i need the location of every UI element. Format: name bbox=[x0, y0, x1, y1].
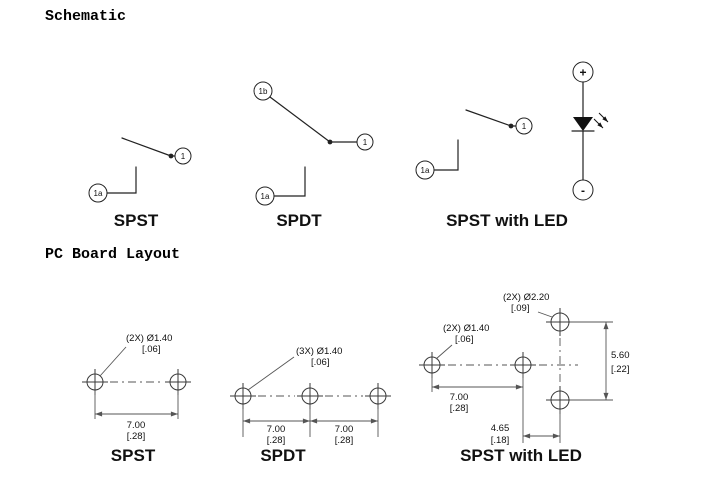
schematic-section-title: Schematic bbox=[45, 8, 126, 25]
terminal-1a-circle bbox=[255, 186, 275, 206]
terminal-1a-circle bbox=[415, 160, 435, 180]
led-cathode-label: - bbox=[581, 184, 585, 198]
terminal-1a-label: 1a bbox=[421, 166, 430, 175]
hole-callout-inches: [.06] bbox=[455, 334, 474, 345]
contact-dot bbox=[168, 153, 174, 159]
terminal-1b-circle bbox=[253, 81, 273, 101]
led-hole-callout: (2X) Ø2.20 bbox=[503, 292, 549, 303]
led-light-arrow bbox=[593, 118, 604, 129]
switch-arm-line bbox=[121, 137, 172, 157]
switch-arm-line bbox=[269, 96, 331, 143]
leader-line bbox=[99, 346, 127, 377]
dimension-value-in: [.28] bbox=[450, 403, 469, 414]
dimension-value-in: [.28] bbox=[267, 435, 286, 446]
dimension-value-mm: 5.60 bbox=[611, 350, 630, 361]
dimension-value-mm: 7.00 bbox=[267, 424, 286, 435]
pcb-spst-footprint: (2X) Ø1.40 [.06] 7.00 [.28] SPST bbox=[81, 333, 192, 465]
led-light-arrow bbox=[598, 112, 609, 123]
terminal-1-circle bbox=[515, 117, 533, 135]
dimension-value-in: [.28] bbox=[335, 435, 354, 446]
figure-caption: SPDT bbox=[276, 211, 322, 230]
terminal-1a-label: 1a bbox=[261, 192, 270, 201]
dimension-value-mm: 7.00 bbox=[127, 420, 146, 431]
led-pad-hole bbox=[545, 385, 575, 415]
dimension-value-in: [.18] bbox=[491, 435, 510, 446]
hole-callout: (2X) Ø1.40 bbox=[126, 333, 172, 344]
pcb-section-title: PC Board Layout bbox=[45, 246, 180, 263]
dimension-value-mm: 7.00 bbox=[335, 424, 354, 435]
dimension-value-mm: 4.65 bbox=[491, 423, 510, 434]
terminal-1-circle bbox=[174, 147, 192, 165]
hole-callout: (3X) Ø1.40 bbox=[296, 346, 342, 357]
figure-caption: SPDT bbox=[260, 446, 306, 465]
hole-callout: (2X) Ø1.40 bbox=[443, 323, 489, 334]
leader-line bbox=[537, 311, 553, 318]
leader-line bbox=[435, 344, 453, 360]
switch-arm-line bbox=[465, 109, 512, 127]
terminal-1a-circle bbox=[88, 183, 108, 203]
terminal-1-label: 1 bbox=[181, 152, 186, 161]
terminal-1a-label: 1a bbox=[94, 189, 103, 198]
pcb-spdt-footprint: (3X) Ø1.40 [.06] 7.00 [.28] 7.00 [.28] S… bbox=[229, 346, 392, 465]
hole-callout-inches: [.06] bbox=[311, 357, 330, 368]
figure-caption: SPST with LED bbox=[446, 211, 568, 230]
terminal-1-label: 1 bbox=[522, 122, 527, 131]
schematic-spst-figure: 1 1a SPST bbox=[88, 137, 192, 230]
dimension-value-in: [.28] bbox=[127, 431, 146, 442]
figure-caption: SPST with LED bbox=[460, 446, 582, 465]
schematic-spst-led-figure: 1 1a + - SPST with LED bbox=[415, 61, 609, 230]
led-anode-label: + bbox=[579, 66, 586, 80]
led-triangle bbox=[573, 117, 593, 131]
terminal-1a-lead-line bbox=[433, 139, 459, 171]
terminal-1-circle bbox=[356, 133, 374, 151]
terminal-1a-lead-line bbox=[106, 166, 137, 194]
led-hole-callout-inches: [.09] bbox=[511, 303, 530, 314]
led-pad-hole bbox=[545, 307, 575, 337]
dimension-value-mm: 7.00 bbox=[450, 392, 469, 403]
dimension-value-in: [.22] bbox=[611, 364, 630, 375]
hole-callout-inches: [.06] bbox=[142, 344, 161, 355]
schematic-spdt-figure: 1b 1 1a SPDT bbox=[253, 81, 374, 230]
terminal-1-label: 1 bbox=[363, 138, 368, 147]
leader-line bbox=[247, 356, 295, 391]
led-cathode-circle bbox=[572, 179, 594, 201]
terminal-1a-lead-line bbox=[273, 166, 306, 197]
figure-caption: SPST bbox=[111, 446, 156, 465]
figure-caption: SPST bbox=[114, 211, 159, 230]
terminal-1b-label: 1b bbox=[259, 87, 268, 96]
pcb-spst-led-footprint: (2X) Ø1.40 [.06] (2X) Ø2.20 [.09] 7.00 [… bbox=[418, 292, 630, 465]
